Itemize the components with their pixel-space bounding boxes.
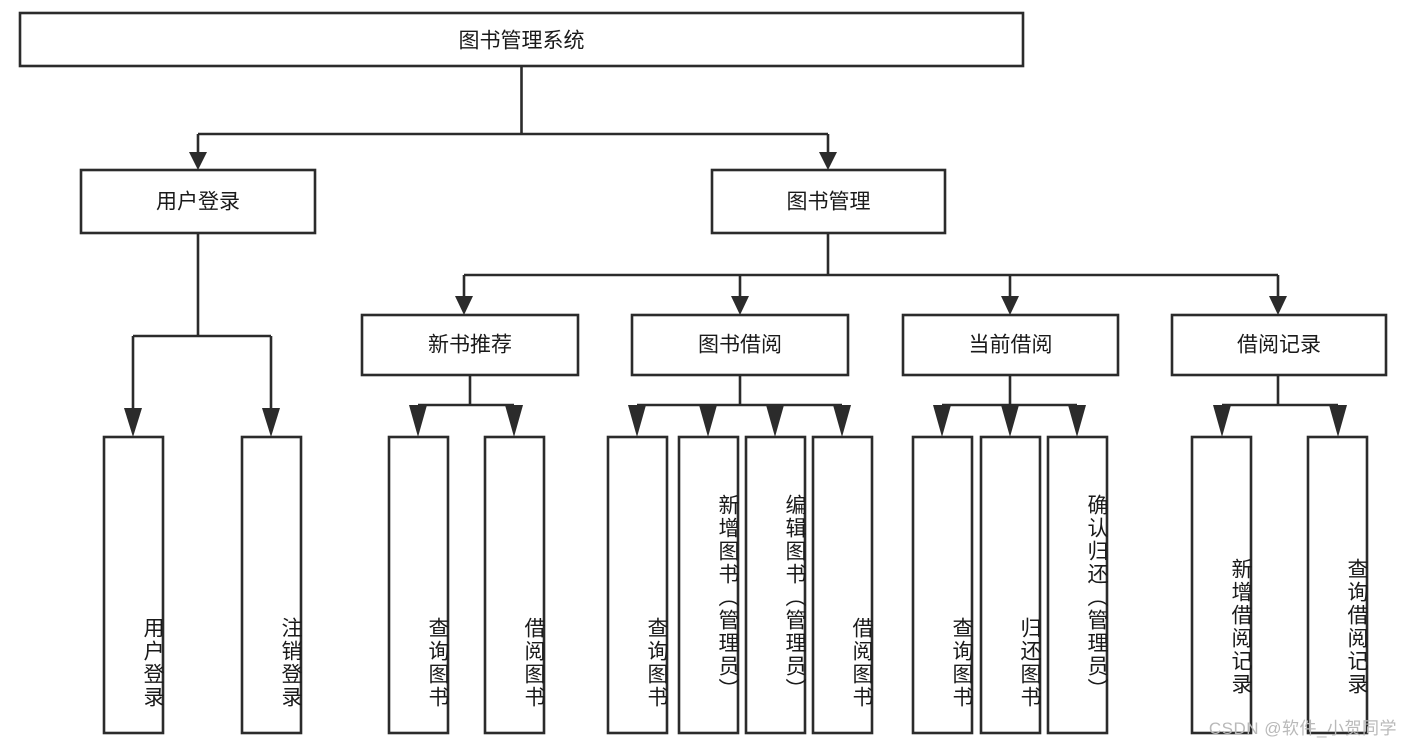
leaf-label-current-borrow-3: 确认归还（管理员）: [1085, 493, 1108, 701]
arrow-to-book-manage: [819, 152, 837, 170]
leaf-box-current-borrow-2[interactable]: [979, 435, 1042, 735]
leaf-box-current-borrow-3[interactable]: [1046, 435, 1109, 735]
arrow-to-book-borrow: [731, 296, 749, 315]
leaf-box-user-login-2[interactable]: [240, 435, 303, 735]
node-root-box: [18, 11, 1025, 68]
arrow-current-borrow-leaf2: [1001, 405, 1019, 437]
leaf-label-user-login-1: 用户登录: [141, 617, 164, 709]
leaf-label-book-borrow-4: 借阅图书: [850, 617, 873, 709]
node-root-label: 图书管理系统: [459, 30, 585, 53]
node-book-borrow-box: [630, 313, 850, 377]
node-root[interactable]: 图书管理系统: [18, 11, 1025, 68]
arrow-current-borrow-leaf3: [1068, 405, 1086, 437]
node-book-borrow-label: 图书借阅: [698, 334, 782, 357]
arrow-current-borrow-leaf1: [933, 405, 951, 437]
leaf-label-book-borrow-2: 新增图书（管理员）: [716, 493, 739, 701]
leaf-box-new-book-2[interactable]: [483, 435, 546, 735]
leaf-box-user-login-1[interactable]: [102, 435, 165, 735]
leaf-label-user-login-2: 注销登录: [279, 617, 302, 709]
connector-layer: [124, 66, 1347, 437]
node-user-login-label: 用户登录: [156, 191, 240, 214]
leaf-label-new-book-2: 借阅图书: [522, 617, 545, 709]
leaf-box-book-borrow-3[interactable]: [744, 435, 807, 735]
arrow-to-current-borrow: [1001, 296, 1019, 315]
node-user-login[interactable]: 用户登录: [79, 168, 317, 235]
arrow-book-borrow-leaf2: [699, 405, 717, 437]
leaf-label-book-borrow-3: 编辑图书（管理员）: [783, 493, 806, 701]
leaf-box-borrow-record-2[interactable]: [1306, 435, 1369, 735]
arrow-book-borrow-leaf3: [766, 405, 784, 437]
node-book-manage-label: 图书管理: [787, 191, 871, 214]
leaf-label-new-book-1: 查询图书: [426, 617, 449, 709]
node-book-manage-box: [710, 168, 947, 235]
leaf-box-book-borrow-2[interactable]: [677, 435, 740, 735]
leaf-label-borrow-record-1: 新增借阅记录: [1229, 558, 1252, 696]
node-current-borrow-box: [901, 313, 1120, 377]
leaf-label-book-borrow-1: 查询图书: [645, 617, 668, 709]
node-borrow-record-label: 借阅记录: [1237, 334, 1321, 357]
arrow-to-user-login: [189, 152, 207, 170]
arrow-new-book-leaf1: [409, 405, 427, 437]
node-new-book-label: 新书推荐: [428, 334, 512, 357]
leaf-box-borrow-record-1[interactable]: [1190, 435, 1253, 735]
leaf-label-current-borrow-1: 查询图书: [950, 617, 973, 709]
arrow-book-borrow-leaf4: [833, 405, 851, 437]
node-book-manage[interactable]: 图书管理: [710, 168, 947, 235]
leaf-box-current-borrow-1[interactable]: [911, 435, 974, 735]
node-user-login-box: [79, 168, 317, 235]
arrow-borrow-record-leaf1: [1213, 405, 1231, 437]
watermark-text: CSDN @软件_小贺同学: [1208, 719, 1397, 738]
node-book-borrow[interactable]: 图书借阅: [630, 313, 850, 377]
leaf-box-book-borrow-4[interactable]: [811, 435, 874, 735]
node-borrow-record[interactable]: 借阅记录: [1170, 313, 1388, 377]
leaf-box-new-book-1[interactable]: [387, 435, 450, 735]
node-borrow-record-box: [1170, 313, 1388, 377]
node-current-borrow-label: 当前借阅: [969, 334, 1053, 357]
leaf-box-book-borrow-1[interactable]: [606, 435, 669, 735]
leaf-label-borrow-record-2: 查询借阅记录: [1345, 558, 1368, 696]
arrow-to-borrow-record: [1269, 296, 1287, 315]
node-new-book[interactable]: 新书推荐: [360, 313, 580, 377]
arrow-user-login-leaf2: [262, 408, 280, 437]
arrow-book-borrow-leaf1: [628, 405, 646, 437]
arrow-user-login-leaf1: [124, 408, 142, 437]
leaf-label-current-borrow-2: 归还图书: [1018, 617, 1041, 709]
arrow-borrow-record-leaf2: [1329, 405, 1347, 437]
node-new-book-box: [360, 313, 580, 377]
arrow-to-new-book: [455, 296, 473, 315]
node-current-borrow[interactable]: 当前借阅: [901, 313, 1120, 377]
arrow-new-book-leaf2: [505, 405, 523, 437]
